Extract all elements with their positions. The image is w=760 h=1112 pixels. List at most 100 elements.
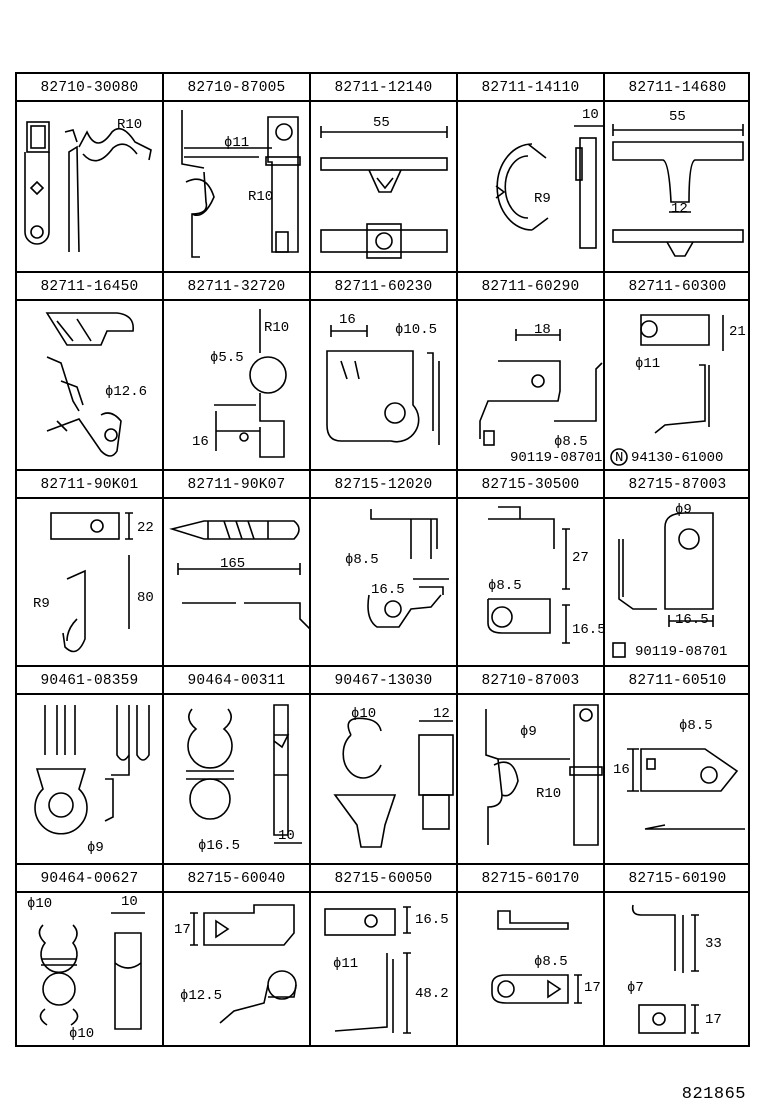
dimension-label: ϕ10 [27, 896, 53, 912]
part-drawing: ϕ10 10 ϕ10 [17, 893, 162, 1043]
part-cell[interactable]: 82711-90K07 165 [164, 471, 311, 665]
dimension-label: ϕ12.5 [180, 988, 223, 1004]
dimension-label: ϕ10 [351, 706, 377, 722]
part-drawing: 33 ϕ7 17 [605, 893, 750, 1043]
dimension-label: ϕ9 [675, 502, 692, 518]
part-drawing: 55 [311, 102, 456, 271]
part-drawing: ϕ9 16.5 90119-08701 [605, 499, 750, 665]
dimension-label: 16.5 [572, 622, 606, 638]
dimension-label: 16.5 [371, 582, 405, 598]
part-cell[interactable]: 82711-12140 55 [311, 74, 458, 271]
dimension-label: ϕ7 [627, 980, 644, 996]
callout-part-number: 90119-08701 [510, 450, 603, 466]
part-cell[interactable]: 82715-60050 16.5 ϕ11 48.2 [311, 865, 458, 1045]
part-cell[interactable]: 82715-60170 ϕ8.5 17 [458, 865, 605, 1045]
part-cell[interactable]: 90461-08359 ϕ9 [17, 667, 164, 863]
part-cell[interactable]: 82711-60510 ϕ8.5 16 [605, 667, 750, 863]
dimension-label: ϕ16.5 [198, 838, 241, 854]
part-cell[interactable]: 90467-13030 ϕ10 12 [311, 667, 458, 863]
part-drawing: 10 R9 [458, 102, 603, 271]
dimension-label: ϕ8.5 [345, 552, 379, 568]
part-cell[interactable]: 82711-14680 55 12 [605, 74, 750, 271]
part-cell[interactable]: 82710-87005 ϕ11 R10 [164, 74, 311, 271]
part-drawing: 17 ϕ12.5 [164, 893, 309, 1043]
dimension-label: 165 [220, 556, 246, 572]
dimension-label: ϕ10.5 [395, 322, 438, 338]
part-drawing: R10 [17, 102, 162, 271]
part-drawing: ϕ9 R10 [458, 695, 603, 863]
part-number: 82711-60300 [605, 273, 750, 301]
part-cell[interactable]: 82715-87003 ϕ9 16.5 90119-08701 [605, 471, 750, 665]
parts-row: 90464-00627 ϕ10 10 ϕ10 82715-60040 [17, 865, 750, 1045]
dimension-label: 16 [613, 762, 630, 778]
part-cell[interactable]: 82715-60190 33 ϕ7 17 [605, 865, 750, 1045]
part-number: 82715-60040 [164, 865, 309, 893]
part-number: 82715-30500 [458, 471, 603, 499]
dimension-label: 27 [572, 550, 589, 566]
dimension-label: R9 [534, 191, 551, 207]
parts-row: 82710-30080 R10 82710-87005 [17, 74, 750, 273]
dimension-label: 48.2 [415, 986, 449, 1002]
part-cell[interactable]: 82715-60040 17 ϕ12.5 [164, 865, 311, 1045]
part-number: 82711-12140 [311, 74, 456, 102]
part-cell[interactable]: 90464-00627 ϕ10 10 ϕ10 [17, 865, 164, 1045]
dimension-label: R10 [117, 117, 143, 133]
parts-row: 82711-16450 ϕ12.6 82711-32720 [17, 273, 750, 471]
dimension-label: 17 [584, 980, 601, 996]
part-number: 90464-00627 [17, 865, 162, 893]
dimension-label: ϕ11 [224, 135, 250, 151]
part-drawing: 27 ϕ8.5 16.5 [458, 499, 606, 665]
part-drawing: 18 ϕ8.5 90119-08701 [458, 301, 603, 469]
part-cell[interactable]: 82711-14110 10 R9 [458, 74, 605, 271]
figure-number: 821865 [681, 1085, 746, 1104]
part-number: 82711-60230 [311, 273, 456, 301]
callout-mark: N [615, 450, 624, 466]
part-drawing: 21 ϕ11 N 94130-61000 [605, 301, 750, 469]
part-number: 82711-60290 [458, 273, 603, 301]
part-cell[interactable]: 82710-30080 R10 [17, 74, 164, 271]
part-number: 82711-60510 [605, 667, 750, 695]
part-drawing: R10 ϕ5.5 16 [164, 301, 309, 469]
part-number: 82715-87003 [605, 471, 750, 499]
part-cell[interactable]: 82711-60290 18 ϕ8.5 90119-08701 [458, 273, 605, 469]
part-cell[interactable]: 82715-12020 ϕ8.5 16.5 [311, 471, 458, 665]
part-cell[interactable]: 82711-60230 16 ϕ10.5 [311, 273, 458, 469]
dimension-label: 10 [121, 894, 138, 910]
part-drawing: ϕ9 [17, 695, 162, 863]
dimension-label: ϕ11 [635, 356, 661, 372]
dimension-label: ϕ9 [87, 840, 104, 856]
dimension-label: 17 [174, 922, 191, 938]
part-drawing: 165 [164, 499, 309, 665]
part-drawing: 16 ϕ10.5 [311, 301, 456, 469]
parts-row: 82711-90K01 22 80 R9 82711-90K07 [17, 471, 750, 667]
dimension-label: 80 [137, 590, 154, 606]
part-number: 82711-32720 [164, 273, 309, 301]
dimension-label: 22 [137, 520, 154, 536]
callout-part-number: 94130-61000 [631, 450, 724, 466]
part-cell[interactable]: 90464-00311 ϕ16.5 10 [164, 667, 311, 863]
dimension-label: 18 [534, 322, 551, 338]
part-cell[interactable]: 82711-90K01 22 80 R9 [17, 471, 164, 665]
part-drawing: 16.5 ϕ11 48.2 [311, 893, 456, 1043]
part-cell[interactable]: 82711-60300 21 ϕ11 N 94130-61000 [605, 273, 750, 469]
part-cell[interactable]: 82711-32720 R10 ϕ5.5 16 [164, 273, 311, 469]
part-cell[interactable]: 82715-30500 27 ϕ8.5 16.5 [458, 471, 606, 665]
part-drawing: ϕ8.5 16.5 [311, 499, 456, 665]
dimension-label: ϕ8.5 [488, 578, 522, 594]
part-drawing: ϕ16.5 10 [164, 695, 309, 863]
dimension-label: 55 [669, 109, 686, 125]
part-number: 90461-08359 [17, 667, 162, 695]
part-cell[interactable]: 82711-16450 ϕ12.6 [17, 273, 164, 469]
part-cell[interactable]: 82710-87003 ϕ9 R10 [458, 667, 605, 863]
part-number: 82715-12020 [311, 471, 456, 499]
part-number: 90464-00311 [164, 667, 309, 695]
dimension-label: 17 [705, 1012, 722, 1028]
dimension-label: ϕ10 [69, 1026, 95, 1042]
part-number: 90467-13030 [311, 667, 456, 695]
dimension-label: R9 [33, 596, 50, 612]
part-number: 82715-60170 [458, 865, 603, 893]
parts-row: 90461-08359 ϕ9 90464-00311 [17, 667, 750, 865]
part-number: 82711-90K01 [17, 471, 162, 499]
dimension-label: ϕ8.5 [534, 954, 568, 970]
dimension-label: 10 [278, 828, 295, 844]
